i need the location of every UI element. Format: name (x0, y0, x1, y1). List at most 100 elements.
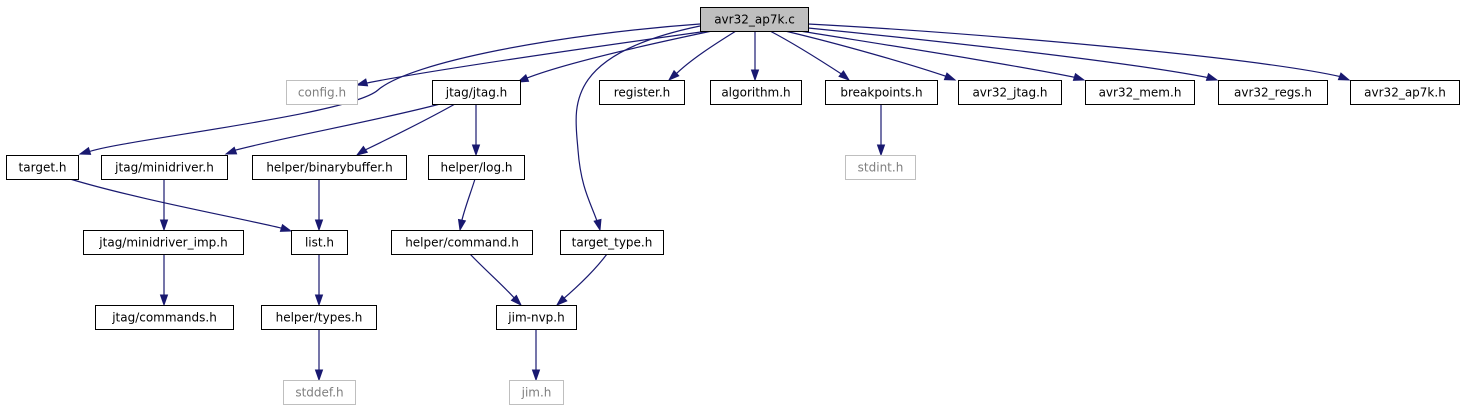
node-stddef: stddef.h (283, 380, 356, 405)
node-box (6, 155, 79, 180)
edge-root-to-avr32_ap7k (807, 23, 1351, 81)
edge-line (769, 30, 844, 76)
edge-line (69, 178, 286, 230)
arrowhead-icon (876, 144, 886, 157)
arrowhead-icon (159, 294, 169, 307)
edge-line (807, 23, 1343, 78)
edge-root-to-breakpoints (769, 30, 851, 81)
arrowhead-icon (471, 144, 481, 157)
node-box (252, 155, 407, 180)
node-label: jtag/minidriver.h (114, 161, 214, 175)
node-root[interactable]: avr32_ap7k.c (700, 7, 809, 32)
node-label: jtag/jtag.h (445, 86, 507, 100)
edges-layer (69, 23, 1351, 382)
edge-list-to-types (314, 254, 324, 307)
arrowhead-icon (1205, 72, 1219, 81)
arrowhead-icon (667, 69, 680, 82)
arrowhead-icon (279, 223, 293, 232)
edge-breakpoints-to-stdint (876, 104, 886, 157)
edge-root-to-avr32_mem (799, 30, 1086, 81)
edge-line (460, 178, 476, 225)
edge-line (469, 253, 517, 301)
node-command[interactable]: helper/command.h (391, 230, 533, 255)
node-avr32_regs[interactable]: avr32_regs.h (1218, 80, 1328, 105)
node-avr32_ap7k[interactable]: avr32_ap7k.h (1350, 80, 1460, 105)
edge-line (87, 23, 701, 153)
node-avr32_mem[interactable]: avr32_mem.h (1085, 80, 1195, 105)
arrowhead-icon (355, 78, 369, 87)
node-box (432, 80, 521, 105)
node-jim: jim.h (509, 380, 564, 405)
edge-root-to-avr32_regs (807, 27, 1219, 81)
edge-line (674, 30, 737, 76)
node-box (286, 80, 358, 105)
node-jimnvp[interactable]: jim-nvp.h (496, 305, 577, 330)
arrowhead-icon (457, 218, 467, 232)
arrowhead-icon (943, 72, 957, 81)
node-label: avr32_ap7k.h (1364, 86, 1446, 100)
node-box (958, 80, 1062, 105)
node-label: avr32_mem.h (1099, 86, 1182, 100)
node-box (291, 230, 348, 255)
node-label: avr32_jtag.h (972, 86, 1047, 100)
node-label: helper/types.h (276, 311, 363, 325)
node-box (1218, 80, 1328, 105)
edge-root-to-avr32_jtag (784, 30, 957, 81)
edge-types-to-stddef (314, 329, 324, 382)
node-box (1085, 80, 1195, 105)
node-binarybuffer[interactable]: helper/binarybuffer.h (252, 155, 407, 180)
node-jtag[interactable]: jtag/jtag.h (432, 80, 521, 105)
edge-minidriver-to-minidriver_imp (159, 179, 169, 232)
edge-target_type-to-jimnvp (555, 253, 608, 307)
node-log[interactable]: helper/log.h (428, 155, 525, 180)
node-label: jim-nvp.h (507, 311, 564, 325)
nodes-layer: avr32_ap7k.c config.h jtag/jtag.h register.… (6, 7, 1460, 405)
edge-command-to-jimnvp (469, 253, 523, 307)
node-box (428, 155, 525, 180)
node-label: jtag/minidriver_imp.h (98, 236, 227, 250)
node-label: helper/command.h (405, 236, 519, 250)
edge-jimnvp-to-jim (531, 329, 541, 382)
node-box (509, 380, 564, 405)
edge-log-to-command (457, 178, 476, 232)
node-label: breakpoints.h (840, 86, 922, 100)
node-list[interactable]: list.h (291, 230, 348, 255)
arrowhead-icon (1337, 72, 1351, 81)
arrowhead-icon (314, 294, 324, 307)
node-minidriver_imp[interactable]: jtag/minidriver_imp.h (83, 230, 244, 255)
node-target_type[interactable]: target_type.h (560, 230, 664, 255)
node-box (845, 155, 916, 180)
node-box (95, 305, 234, 330)
arrowhead-icon (314, 219, 324, 232)
node-breakpoints[interactable]: breakpoints.h (825, 80, 938, 105)
node-box (710, 80, 802, 105)
node-commands[interactable]: jtag/commands.h (95, 305, 234, 330)
node-avr32_jtag[interactable]: avr32_jtag.h (958, 80, 1062, 105)
edge-line (362, 103, 456, 152)
arrowhead-icon (314, 369, 324, 382)
node-label: list.h (305, 236, 334, 250)
node-minidriver[interactable]: jtag/minidriver.h (101, 155, 228, 180)
node-box (1350, 80, 1460, 105)
node-box (101, 155, 228, 180)
edge-line (807, 27, 1211, 79)
arrowhead-icon (838, 70, 851, 81)
node-label: avr32_ap7k.c (714, 13, 795, 27)
node-box (391, 230, 533, 255)
node-register[interactable]: register.h (599, 80, 685, 105)
node-config: config.h (286, 80, 358, 105)
edge-line (231, 103, 441, 152)
node-target[interactable]: target.h (6, 155, 79, 180)
edge-line (361, 30, 709, 85)
node-types[interactable]: helper/types.h (261, 305, 377, 330)
arrowhead-icon (593, 218, 602, 232)
node-algorithm[interactable]: algorithm.h (710, 80, 802, 105)
node-label: target.h (19, 161, 67, 175)
node-label: stddef.h (295, 386, 343, 400)
node-label: jtag/commands.h (111, 311, 217, 325)
node-label: stdint.h (858, 161, 904, 175)
node-label: algorithm.h (721, 86, 790, 100)
edge-binarybuffer-to-list (314, 179, 324, 232)
edge-jtag-to-minidriver (224, 103, 441, 155)
